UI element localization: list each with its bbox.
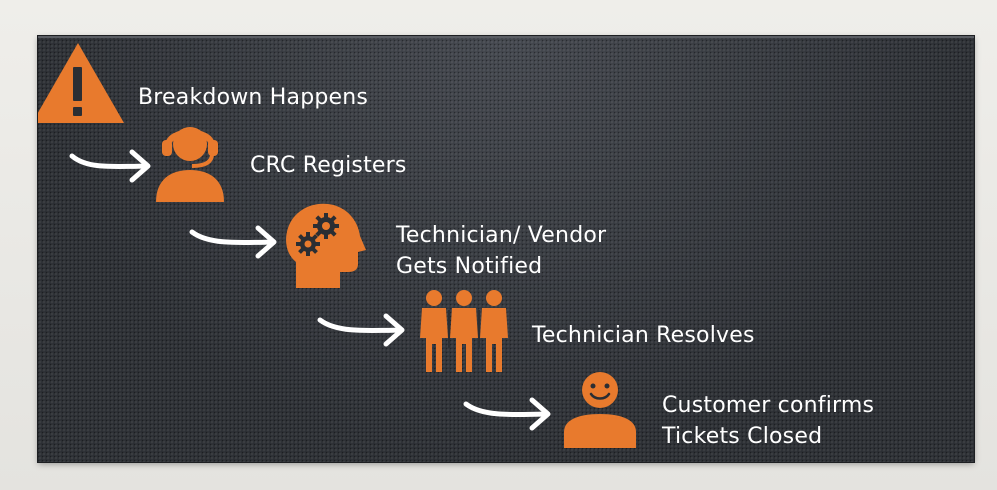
arrow-right-icon bbox=[69, 149, 151, 183]
process-flow-panel: Breakdown Happens CRC Registers bbox=[38, 36, 974, 462]
step-2-label: CRC Registers bbox=[250, 150, 407, 181]
smiling-customer-icon bbox=[564, 372, 636, 448]
warning-triangle-icon bbox=[38, 43, 124, 123]
head-gears-icon bbox=[286, 203, 366, 288]
panel-top-edge bbox=[38, 36, 974, 38]
step-5-line-2: Tickets Closed bbox=[662, 424, 823, 449]
step-3-line-2: Gets Notified bbox=[396, 254, 543, 279]
step-1-label: Breakdown Happens bbox=[138, 82, 368, 113]
step-1-line-1: Breakdown Happens bbox=[138, 85, 369, 110]
step-3-label: Technician/ Vendor Gets Notified bbox=[396, 220, 606, 282]
arrow-right-icon bbox=[317, 313, 405, 347]
step-2-line-1: CRC Registers bbox=[250, 153, 407, 178]
step-5-line-1: Customer confirms bbox=[662, 393, 875, 418]
team-people-icon bbox=[420, 290, 508, 372]
step-4-label: Technician Resolves bbox=[532, 320, 755, 351]
step-3-line-1: Technician/ Vendor bbox=[396, 223, 607, 248]
headset-agent-icon bbox=[156, 127, 224, 202]
arrow-right-icon bbox=[189, 225, 277, 259]
arrow-right-icon bbox=[463, 397, 551, 431]
step-5-label: Customer confirms Tickets Closed bbox=[662, 390, 874, 452]
step-4-line-1: Technician Resolves bbox=[532, 323, 755, 348]
